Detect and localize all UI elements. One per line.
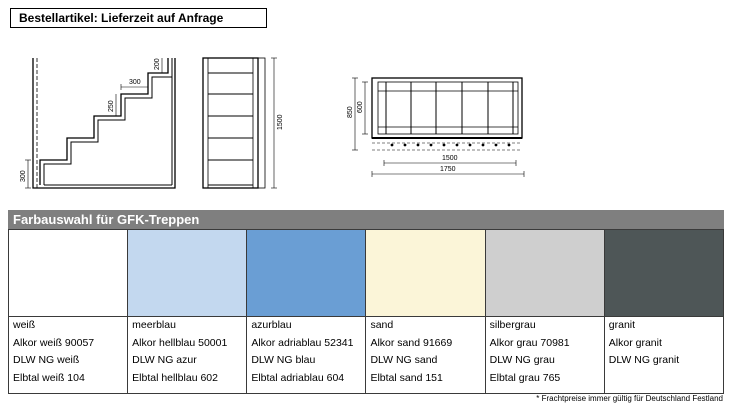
color-variant: DLW NG sand (370, 354, 438, 366)
swatch-azurblau (246, 229, 367, 317)
stair-front-view (202, 57, 277, 189)
swatch-silbergrau (484, 229, 605, 317)
color-variant: DLW NG granit (608, 354, 680, 366)
dim-label-1500-side: 1500 (277, 114, 284, 130)
color-variant: Alkor granit (608, 336, 662, 349)
swatch-weiss (7, 229, 129, 317)
swatch-row (7, 229, 725, 317)
technical-drawing: 300 200 250 300 1500 (20, 57, 525, 189)
color-name: granit (608, 319, 636, 331)
dim-label-1500-plan: 1500 (442, 155, 458, 162)
color-info-azurblau: azurblau Alkor adriablau 52341 DLW NG bl… (246, 316, 367, 394)
color-name: meerblau (132, 319, 176, 331)
color-name: sand (370, 319, 394, 331)
color-name: silbergrau (489, 319, 536, 331)
color-variant: Elbtal sand 151 (370, 371, 443, 384)
color-name: weiß (13, 319, 36, 331)
color-variant: Alkor sand 91669 (370, 336, 453, 349)
color-variant: Elbtal weiß 104 (13, 371, 85, 384)
color-table: weiß Alkor weiß 90057 DLW NG weiß Elbtal… (7, 229, 725, 394)
swatch-sand (365, 229, 486, 317)
color-variant: Elbtal adriablau 604 (251, 371, 345, 384)
color-selection-header: Farbauswahl für GFK-Treppen (8, 210, 724, 229)
color-variant: Elbtal grau 765 (489, 371, 561, 384)
stair-plan-view (352, 77, 525, 177)
color-variant: Alkor grau 70981 (489, 336, 570, 349)
color-variant: DLW NG weiß (13, 354, 80, 366)
plan-fixing-dots (390, 143, 511, 147)
dim-label-300-bottom: 300 (20, 170, 27, 182)
stair-side-view (25, 58, 176, 189)
swatch-granit (603, 229, 725, 317)
color-info-meerblau: meerblau Alkor hellblau 50001 DLW NG azu… (127, 316, 248, 394)
color-variant: Alkor hellblau 50001 (132, 336, 228, 349)
color-info-silbergrau: silbergrau Alkor grau 70981 DLW NG grau … (484, 316, 605, 394)
color-info-granit: granit Alkor granit DLW NG granit (603, 316, 725, 394)
color-info-sand: sand Alkor sand 91669 DLW NG sand Elbtal… (365, 316, 486, 394)
color-variant: DLW NG blau (251, 354, 316, 366)
dim-label-200: 200 (154, 58, 161, 70)
dim-label-1750: 1750 (440, 166, 456, 173)
color-variant: Elbtal hellblau 602 (132, 371, 218, 384)
info-row: weiß Alkor weiß 90057 DLW NG weiß Elbtal… (7, 316, 725, 394)
dim-label-600: 600 (357, 101, 364, 113)
color-info-weiss: weiß Alkor weiß 90057 DLW NG weiß Elbtal… (7, 316, 129, 394)
color-variant: Alkor weiß 90057 (13, 336, 95, 349)
shipping-footnote: * Frachtpreise immer gültig für Deutschl… (536, 394, 723, 403)
dim-label-850: 850 (347, 106, 354, 118)
color-name: azurblau (251, 319, 292, 331)
dim-label-300-top: 300 (129, 79, 141, 86)
color-variant: Alkor adriablau 52341 (251, 336, 354, 349)
swatch-meerblau (127, 229, 248, 317)
color-variant: DLW NG azur (132, 354, 197, 366)
color-variant: DLW NG grau (489, 354, 555, 366)
availability-notice: Bestellartikel: Lieferzeit auf Anfrage (10, 8, 267, 28)
dim-label-250: 250 (108, 100, 115, 112)
